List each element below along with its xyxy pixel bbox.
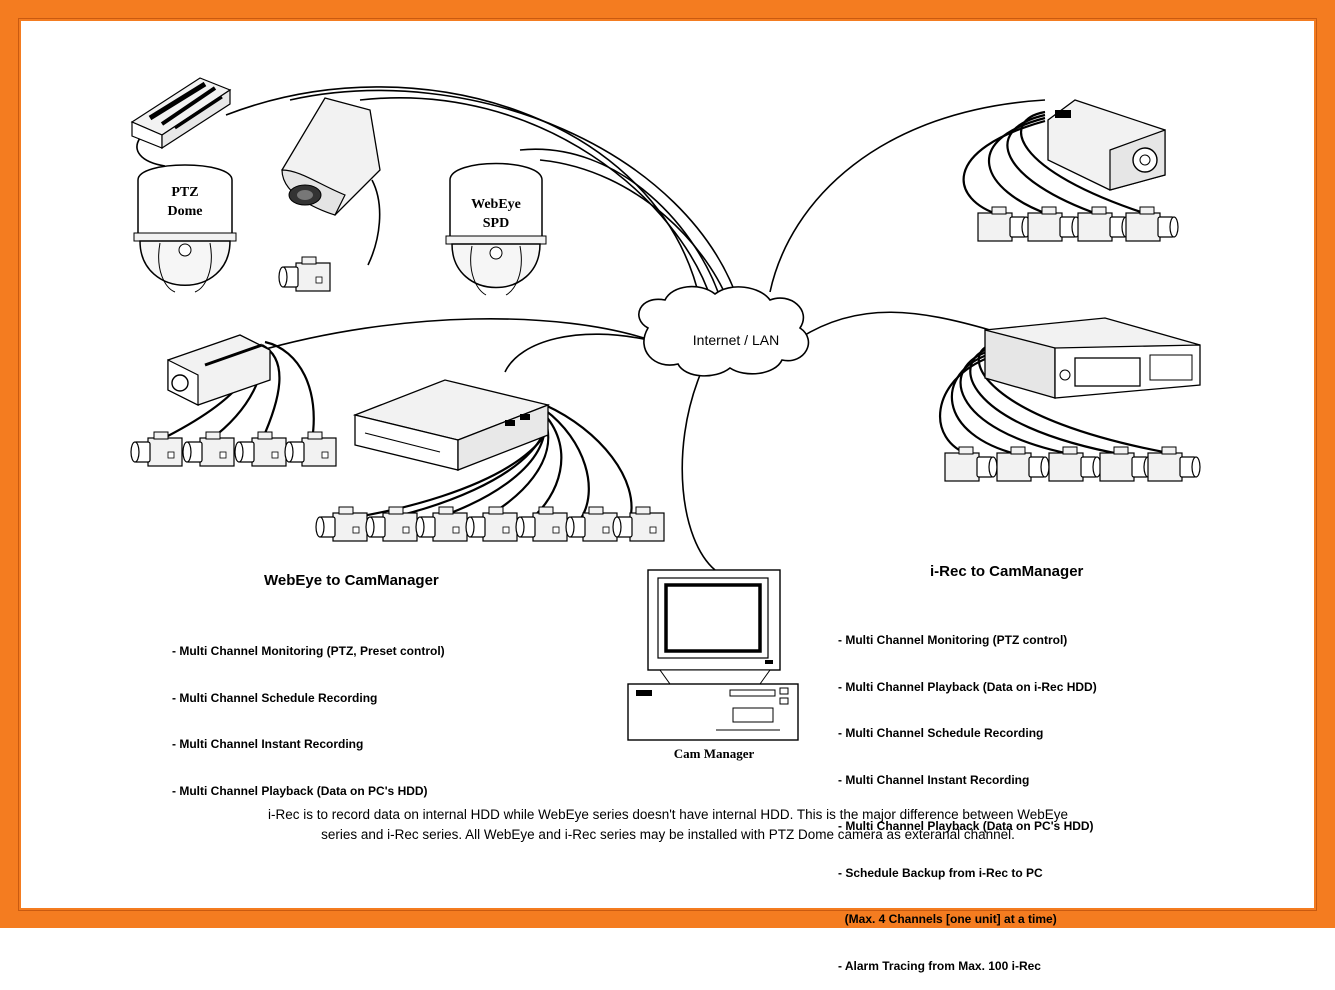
- feature-item: - Multi Channel Instant Recording: [172, 737, 364, 751]
- footer-note-line2: series and i-Rec series. All WebEye and …: [321, 827, 1015, 842]
- box-camera-icon: [278, 256, 331, 292]
- box-camera-icon: [515, 506, 568, 542]
- box-camera-icon: [977, 206, 1031, 242]
- feature-item: - Multi Channel Playback (Data on PC's H…: [172, 783, 428, 798]
- webeye-spd-label-line1: WebEye: [471, 197, 521, 212]
- box-camera-icon: [284, 431, 337, 467]
- box-camera-icon: [1077, 206, 1131, 242]
- box-camera-icon: [996, 446, 1050, 482]
- link-speed-cam: [359, 97, 713, 303]
- ptz-dome-icon: [133, 164, 237, 293]
- feature-item: - Multi Channel Schedule Recording: [172, 690, 378, 705]
- box-camera-icon: [234, 431, 287, 467]
- feature-item: - Multi Channel Monitoring (PTZ control): [838, 633, 1068, 647]
- feature-item: - Alarm Tracing from Max. 100 i-Rec: [838, 958, 1041, 973]
- feature-item: - Multi Channel Playback (Data on PC's H…: [838, 819, 1094, 833]
- webeye-server-icon: [352, 379, 551, 471]
- box-camera-icon: [315, 506, 368, 542]
- webeye-spd-icon: [445, 162, 547, 296]
- feature-item: - Multi Channel Monitoring (PTZ, Preset …: [172, 644, 445, 658]
- webeye-feature-list: - Multi Channel Monitoring (PTZ, Preset …: [172, 613, 445, 815]
- link-webeye-spd: [519, 148, 723, 305]
- footer-note: i-Rec is to record data on internal HDD …: [78, 805, 1258, 845]
- box-camera-icon: [182, 431, 235, 467]
- ptz-dome-label-line2: Dome: [168, 204, 203, 219]
- feature-item: - Multi Channel Schedule Recording: [838, 726, 1044, 740]
- box-camera-icon: [565, 506, 618, 542]
- video-server-icon: [130, 77, 232, 150]
- box-camera-icon: [1027, 206, 1081, 242]
- footer-note-line1: i-Rec is to record data on internal HDD …: [268, 807, 1068, 822]
- irec-dvr-icon: [984, 317, 1201, 399]
- network-label: Internet / LAN: [693, 332, 779, 348]
- network-diagram: Internet / LAN PTZ Dome WebEye SPD: [130, 77, 1201, 761]
- pc-icon: [627, 569, 799, 741]
- box-camera-icon: [944, 446, 998, 482]
- box-camera-icon: [415, 506, 468, 542]
- feature-item: - Multi Channel Playback (Data on i-Rec …: [838, 679, 1097, 694]
- link-video-server: [225, 86, 701, 301]
- network-cloud: [638, 285, 810, 377]
- irec-camera-icon: [1047, 99, 1166, 191]
- network-camera-icon: [281, 97, 381, 216]
- link-extra-2: [289, 89, 741, 307]
- box-camera-icon: [130, 431, 183, 467]
- connection-lines: [136, 86, 1046, 571]
- irec-feature-list: - Multi Channel Monitoring (PTZ control)…: [838, 602, 1097, 990]
- webeye-camera-icon: [167, 334, 271, 406]
- feature-item: (Max. 4 Channels [one unit] at a time): [838, 912, 1057, 926]
- webeye-section-title: WebEye to CamManager: [264, 572, 439, 589]
- feature-item: - Schedule Backup from i-Rec to PC: [838, 865, 1043, 880]
- ptz-dome-label-line1: PTZ: [171, 185, 198, 200]
- webeye-spd-label-line2: SPD: [483, 216, 509, 231]
- feature-item: - Multi Channel Instant Recording: [838, 772, 1030, 787]
- irec-section-title: i-Rec to CamManager: [930, 563, 1084, 580]
- box-camera-icon: [465, 506, 518, 542]
- box-camera-icon: [1125, 206, 1179, 242]
- box-camera-icon: [612, 506, 665, 542]
- link-extra-1: [539, 159, 731, 307]
- box-camera-icon: [1147, 446, 1201, 482]
- pc-label: Cam Manager: [674, 746, 755, 761]
